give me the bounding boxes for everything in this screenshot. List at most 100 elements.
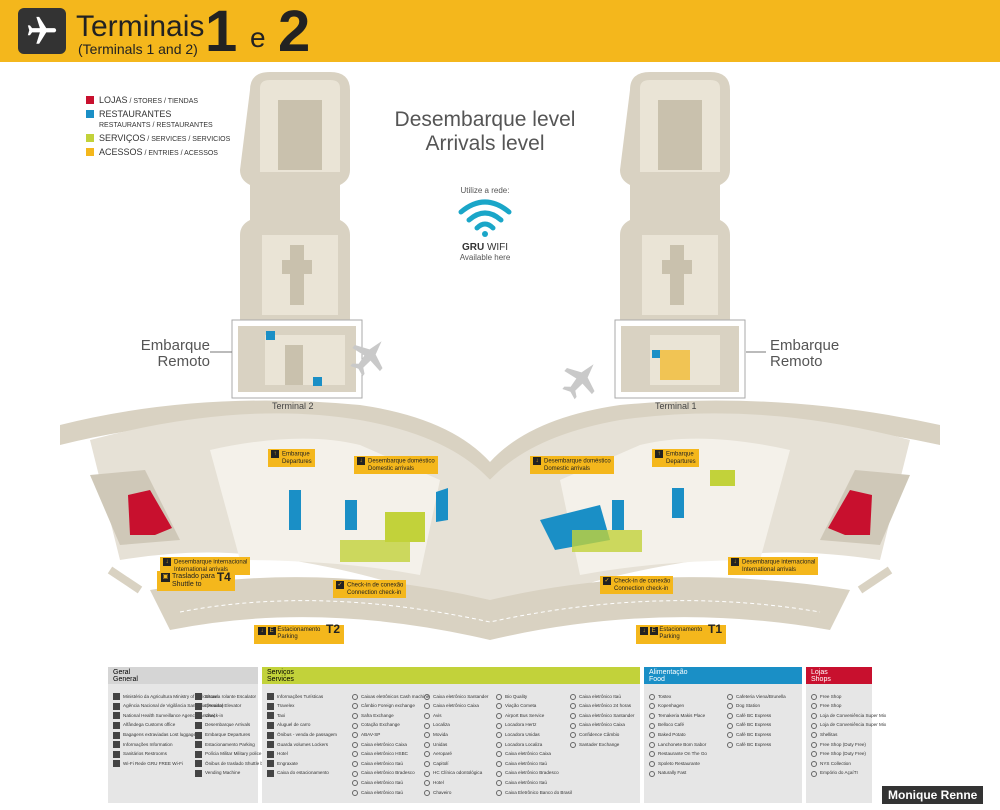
number-badge-icon (352, 712, 358, 719)
list-item-label: Guarda volumes Lockers (277, 741, 329, 747)
list-item-label: Caixas eletrônicos Cash machine (361, 693, 430, 699)
number-badge-icon (424, 741, 430, 748)
number-badge-icon (649, 760, 655, 767)
list-item: Ônibus - venda de passagem (267, 730, 355, 740)
wifi-brand-gru: GRU (461, 242, 485, 253)
number-badge-icon (811, 760, 817, 767)
legend-sub: RESTAURANTS / RESTAURANTES (99, 122, 213, 129)
number-badge-icon (352, 741, 358, 748)
list-item: Câmbio Foreign exchange (352, 702, 422, 712)
legend-label: SERVIÇOS (99, 133, 146, 143)
list-item: Caixa eletrônico Caixa (424, 702, 494, 712)
service-area (385, 512, 425, 542)
number-badge-icon (727, 732, 733, 739)
list-item: Guarda volumes Lockers (267, 740, 355, 750)
list-item: Santader Exchange (570, 740, 645, 750)
number-badge-icon (496, 751, 502, 758)
list-item-label: Caixa eletrônico Caixa (505, 751, 551, 757)
list-item-label: Café BC Express (736, 741, 772, 747)
list-item-label: Caixa eletrônico Itaú (361, 780, 403, 786)
list-item-label: Escada rolante Escalator (205, 693, 257, 699)
list-item-label: Aluguel de carro (277, 722, 311, 728)
number-badge-icon (570, 722, 576, 729)
list-item: Temakeria Makis Place (649, 711, 729, 721)
legend-label: LOJAS (99, 95, 128, 105)
list-item: Sanitários Restrooms (113, 750, 193, 760)
number-badge-icon (352, 703, 358, 710)
list-item-label: Ônibus de traslado Shuttle bus (205, 760, 268, 766)
service-area (710, 470, 735, 486)
arrival-icon: ↓ (163, 558, 171, 566)
number-badge-icon (352, 770, 358, 777)
service-icon (113, 722, 120, 730)
list-item: Safra Exchange (352, 711, 422, 721)
terminal-map (60, 72, 940, 640)
service-icon (195, 760, 202, 768)
list-item: Loja de Conveniência Super Mix (811, 711, 886, 721)
down-arrow-icon: ↓ (640, 627, 648, 635)
number-badge-icon (727, 741, 733, 748)
parking-pt: Estacionamento (277, 627, 321, 633)
list-item: Caixa eletrônico Bradesco (352, 769, 422, 779)
store-area (828, 490, 872, 535)
list-item: Desembarque Arrivals (195, 721, 263, 731)
parking-number: T2 (325, 622, 340, 636)
number-badge-icon (811, 751, 817, 758)
legend-swatch (86, 110, 94, 118)
number-badge-icon (496, 722, 502, 729)
arrival-icon: ↓ (731, 558, 739, 566)
service-icon (113, 693, 120, 701)
list-item-label: Free Shop (820, 693, 842, 699)
pier-terminal-1 (614, 72, 746, 399)
list-item-label: Restaurante On The Go (658, 751, 707, 757)
number-badge-icon (496, 712, 502, 719)
list-item: Elevador Elevator (195, 702, 263, 712)
list-item: Alfândega Customs office (113, 721, 193, 731)
list-item-label: Caixa eletrônico Caixa (433, 703, 479, 709)
list-item-label: Tostex (658, 693, 672, 699)
title-number-one: 1 (205, 0, 238, 64)
panel-title: Geral (113, 669, 131, 676)
list-item-label: Loja de Conveniência Super Mix (820, 712, 887, 718)
number-badge-icon (424, 732, 430, 739)
list-item: Caixa Eletrônico Banco do Brasil (496, 788, 572, 798)
list-item-label: Caixa eletrônico Caixa (579, 722, 625, 728)
list-item-label: Café BC Express (736, 712, 772, 718)
legend-swatch (86, 134, 94, 142)
parking-number: T1 (707, 622, 722, 636)
list-item-label: Hotel (277, 751, 288, 757)
list-item-label: Caixa eletrônico Itaú (361, 760, 403, 766)
service-area (572, 530, 642, 552)
number-badge-icon (649, 751, 655, 758)
list-item: Café BC Express (727, 730, 807, 740)
number-badge-icon (424, 789, 430, 796)
list-item: Dog Station (727, 702, 807, 712)
number-badge-icon (424, 703, 430, 710)
shuttle-en: Shuttle to (171, 581, 202, 588)
number-badge-icon (727, 693, 733, 700)
service-icon (267, 693, 274, 701)
tag-en: Departures (282, 458, 312, 465)
number-badge-icon (727, 722, 733, 729)
list-item-label: Café BC Express (736, 732, 772, 738)
list-item: Caixa do estacionamento (267, 769, 355, 779)
checkin-icon: ✓ (336, 581, 344, 589)
list-item-label: Bio Quality (505, 693, 528, 699)
number-badge-icon (649, 712, 655, 719)
list-item: Ministério da Agricultura Ministry of Ag… (113, 692, 217, 702)
list-item: Caixa eletrônico Santander (424, 692, 494, 702)
number-badge-icon (811, 693, 817, 700)
list-item-label: Capitolí (433, 760, 449, 766)
service-icon (195, 722, 202, 730)
restaurant-area (345, 500, 357, 530)
